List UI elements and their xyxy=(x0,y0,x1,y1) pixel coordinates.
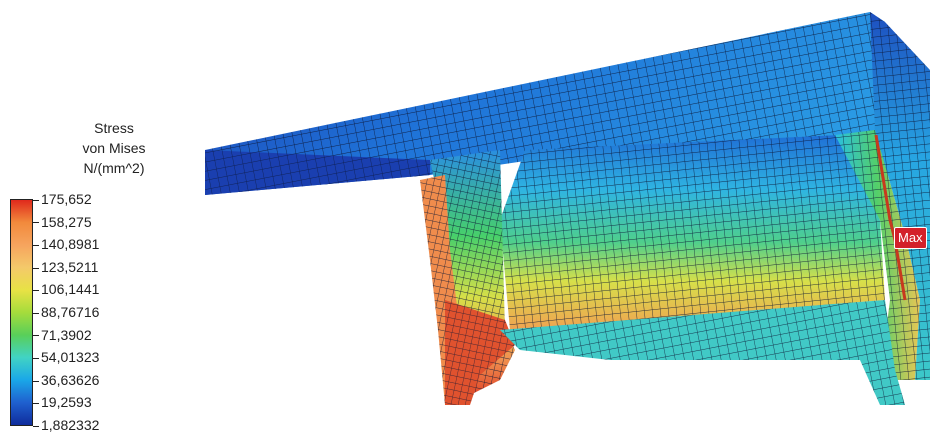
legend-value-158-275: 158,275 xyxy=(33,212,92,232)
legend-value-140-8981: 140,8981 xyxy=(33,234,99,254)
legend-value-123-5211: 123,5211 xyxy=(33,257,98,277)
legend-value-1-882332: 1,882332 xyxy=(33,415,99,435)
legend-value-88-76716: 88,76716 xyxy=(33,302,99,322)
legend-value-71-3902: 71,3902 xyxy=(33,325,92,345)
legend-title: Stress von Mises N/(mm^2) xyxy=(52,118,176,178)
legend-value-175-652: 175,652 xyxy=(33,189,92,209)
legend-title-line-2: von Mises xyxy=(82,140,146,156)
legend-value-106-1441: 106,1441 xyxy=(33,279,99,299)
legend-value-19-2593: 19,2593 xyxy=(33,392,92,412)
legend-title-line-1: Stress xyxy=(94,120,134,136)
legend-value-54-01323: 54,01323 xyxy=(33,347,99,367)
legend-title-line-3: N/(mm^2) xyxy=(83,160,145,176)
legend-value-36-63626: 36,63626 xyxy=(33,370,99,390)
max-stress-marker[interactable]: Max xyxy=(894,227,927,249)
max-stress-seam xyxy=(874,134,907,301)
legend-scale: 175,652 158,275 140,8981 123,5211 106,14… xyxy=(33,191,193,433)
